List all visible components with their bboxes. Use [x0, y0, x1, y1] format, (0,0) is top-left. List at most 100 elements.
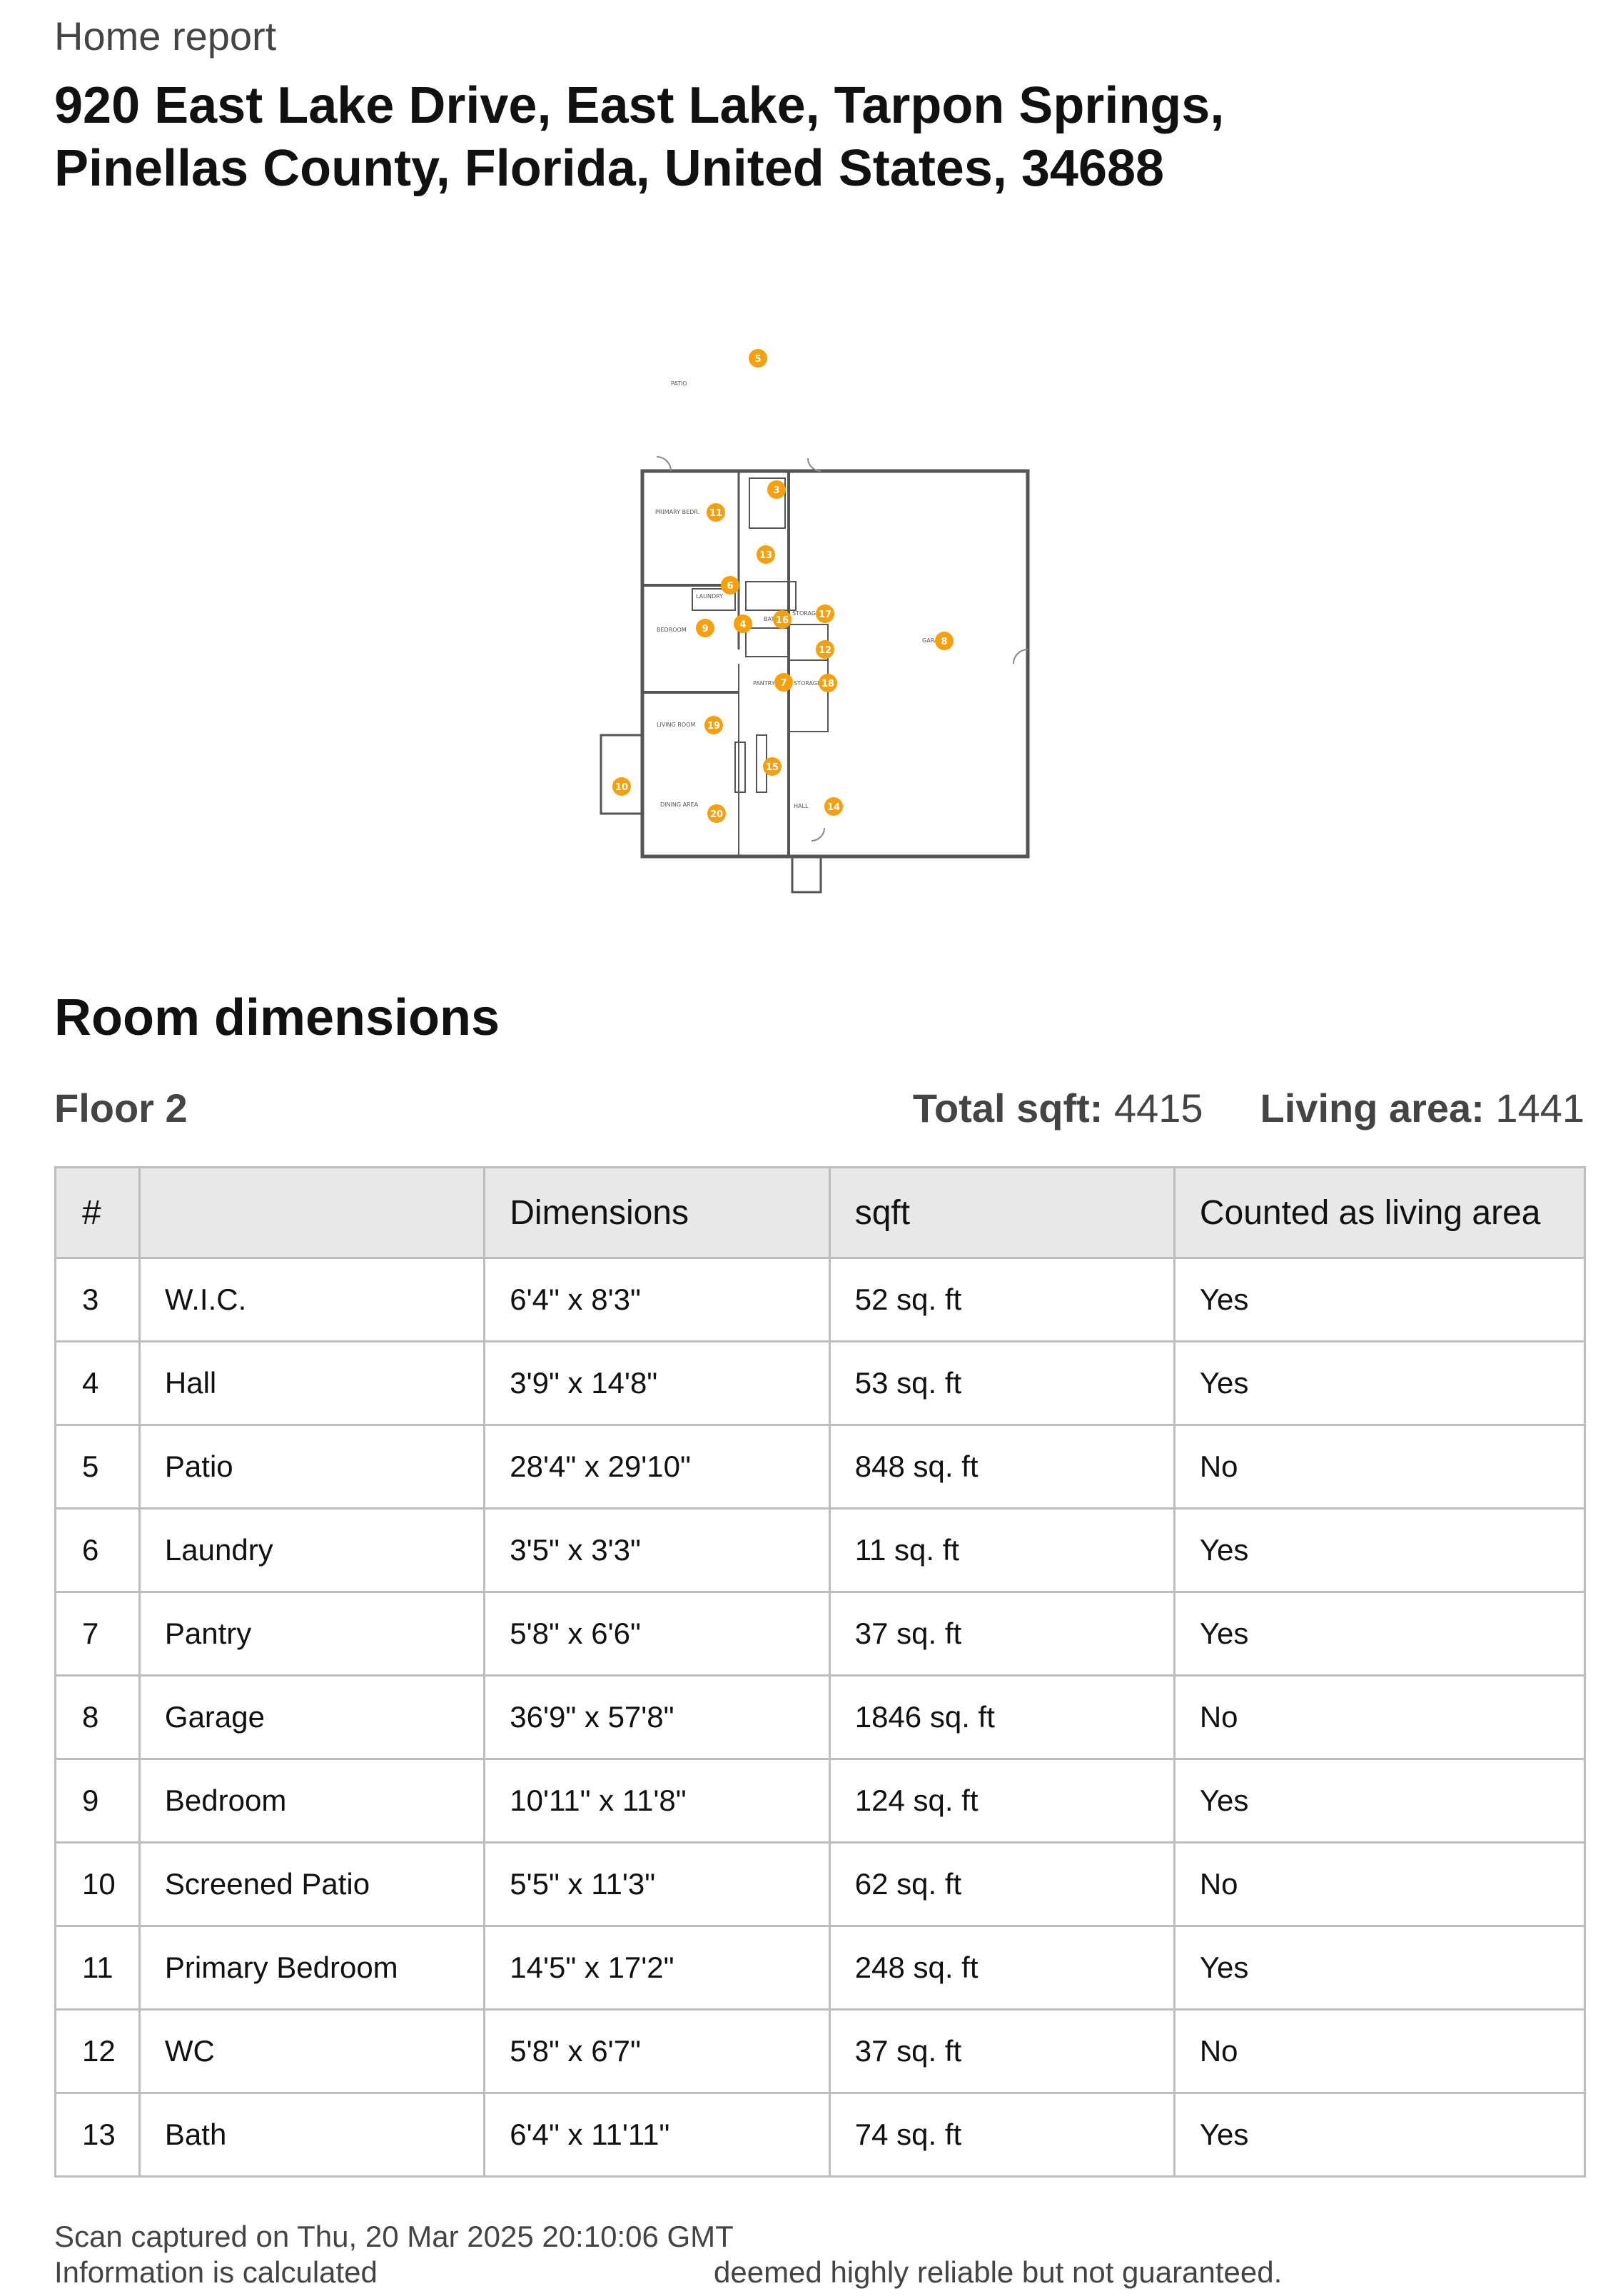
cell-room: Laundry: [138, 1507, 486, 1593]
marker-17: 17: [816, 605, 834, 623]
cell-room: Screened Patio: [138, 1841, 486, 1927]
cell-living: Yes: [1173, 1925, 1587, 2011]
svg-text:15: 15: [766, 762, 779, 773]
label-patio: PATIO: [671, 380, 687, 387]
marker-6: 6: [721, 576, 739, 595]
label-storage-1: STORAGE: [792, 610, 819, 617]
label-dining-area: DINING AREA: [660, 801, 699, 808]
marker-14: 14: [824, 797, 843, 816]
svg-text:18: 18: [821, 679, 834, 689]
label-garage: GARAGE: [922, 637, 946, 644]
cell-room: Pantry: [138, 1591, 486, 1677]
cell-sqft: 53 sq. ft: [828, 1340, 1175, 1426]
total-sqft-value: 4415: [1113, 1086, 1203, 1131]
cell-living: Yes: [1173, 1257, 1587, 1342]
cell-number: 7: [54, 1591, 141, 1677]
floor-plan: PATIO PRIMARY BEDR. LAUNDRY BEDROOM BATH…: [600, 349, 1030, 894]
cell-room: Primary Bedroom: [138, 1925, 486, 2011]
label-primary-bedroom: PRIMARY BEDR.: [655, 509, 699, 515]
cell-number: 8: [54, 1674, 141, 1760]
marker-20: 20: [707, 804, 726, 823]
scan-timestamp: Scan captured on Thu, 20 Mar 2025 20:10:…: [54, 2220, 734, 2253]
label-bath: BATH: [764, 616, 779, 622]
svg-text:11: 11: [709, 508, 722, 519]
cell-dimensions: 3'5" x 3'3": [483, 1507, 831, 1593]
marker-5: 5: [749, 349, 767, 368]
cell-living: Yes: [1173, 2092, 1587, 2178]
cell-living: Yes: [1173, 1758, 1587, 1844]
cell-sqft: 74 sq. ft: [828, 2092, 1175, 2178]
cell-room: Hall: [138, 1340, 486, 1426]
living-area-value: 1441: [1495, 1086, 1584, 1131]
svg-text:5: 5: [754, 354, 761, 365]
disclaimer-end: deemed highly reliable but not guarantee…: [714, 2255, 1283, 2289]
marker-11: 11: [707, 503, 725, 522]
svg-text:10: 10: [615, 782, 628, 793]
cell-room: Bath: [138, 2092, 486, 2178]
report-kicker: Home report: [54, 14, 277, 59]
cell-dimensions: 14'5" x 17'2": [483, 1925, 831, 2011]
marker-4: 4: [734, 615, 752, 633]
cell-number: 6: [54, 1507, 141, 1593]
room-dimensions-table: # Dimensions sqft Counted as living area…: [54, 1166, 1587, 2178]
marker-16: 16: [773, 610, 792, 629]
cell-dimensions: 36'9" x 57'8": [483, 1674, 831, 1760]
cell-living: No: [1173, 1841, 1587, 1927]
svg-text:16: 16: [776, 615, 789, 626]
cell-living: Yes: [1173, 1340, 1587, 1426]
svg-text:12: 12: [819, 645, 831, 656]
disclaimer: Information is calculated deemed highly …: [54, 2255, 1282, 2290]
cell-number: 13: [54, 2092, 141, 2178]
col-sqft: sqft: [828, 1166, 1175, 1259]
cell-number: 5: [54, 1424, 141, 1509]
cell-number: 10: [54, 1841, 141, 1927]
cell-number: 4: [54, 1340, 141, 1426]
cell-room: WC: [138, 2008, 486, 2094]
totals: Total sqft: 4415 Living area: 1441: [913, 1085, 1584, 1131]
cell-sqft: 248 sq. ft: [828, 1925, 1175, 2011]
marker-10: 10: [612, 777, 631, 796]
cell-sqft: 37 sq. ft: [828, 1591, 1175, 1677]
marker-7: 7: [774, 673, 793, 692]
marker-15: 15: [763, 757, 782, 776]
svg-text:3: 3: [773, 485, 779, 496]
cell-sqft: 11 sq. ft: [828, 1507, 1175, 1593]
svg-text:14: 14: [827, 802, 840, 813]
cell-room: Patio: [138, 1424, 486, 1509]
cell-sqft: 52 sq. ft: [828, 1257, 1175, 1342]
cell-sqft: 37 sq. ft: [828, 2008, 1175, 2094]
cell-sqft: 1846 sq. ft: [828, 1674, 1175, 1760]
col-room: [138, 1166, 486, 1259]
marker-18: 18: [819, 674, 837, 692]
cell-room: Garage: [138, 1674, 486, 1760]
cell-sqft: 62 sq. ft: [828, 1841, 1175, 1927]
svg-text:6: 6: [727, 581, 733, 592]
col-number: #: [54, 1166, 141, 1259]
cell-living: Yes: [1173, 1591, 1587, 1677]
total-sqft-label: Total sqft:: [912, 1086, 1103, 1131]
svg-text:20: 20: [710, 809, 723, 820]
house-outline: [640, 469, 1030, 859]
cell-living: No: [1173, 1674, 1587, 1760]
svg-text:13: 13: [759, 550, 772, 561]
address-line-1: 920 East Lake Drive, East Lake, Tarpon S…: [54, 77, 1225, 134]
cell-number: 12: [54, 2008, 141, 2094]
cell-living: No: [1173, 1424, 1587, 1509]
cell-dimensions: 5'5" x 11'3": [483, 1841, 831, 1927]
cell-number: 11: [54, 1925, 141, 2011]
marker-13: 13: [757, 545, 775, 564]
marker-9: 9: [696, 619, 714, 637]
disclaimer-start: Information is calculated: [54, 2255, 378, 2289]
svg-text:19: 19: [707, 721, 720, 732]
label-living-room: LIVING ROOM: [657, 722, 696, 728]
living-area-label: Living area:: [1260, 1086, 1485, 1131]
